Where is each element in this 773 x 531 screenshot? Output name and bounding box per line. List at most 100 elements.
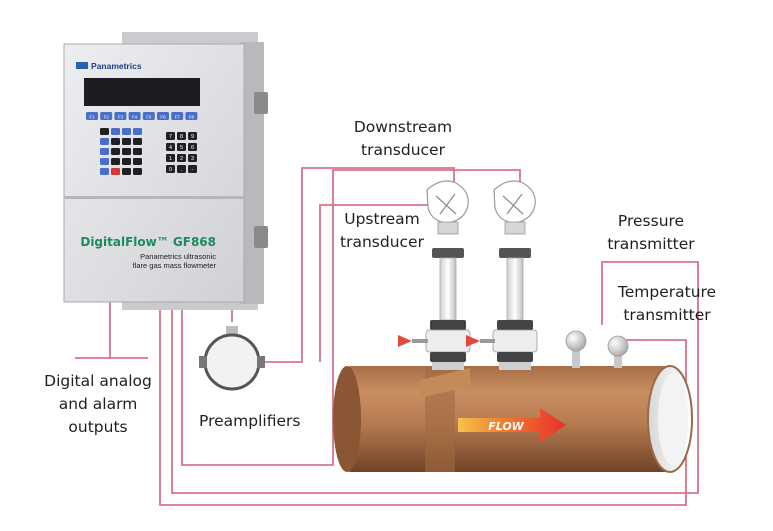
upstream-flange-mid xyxy=(430,320,466,330)
downstream-flange-mid xyxy=(497,320,533,330)
function-key-label: F4 xyxy=(132,114,138,119)
number-key-6 xyxy=(188,143,197,151)
wire-outputs xyxy=(75,296,148,359)
temperature-stem xyxy=(614,354,622,368)
control-key xyxy=(100,138,109,145)
downstream-base xyxy=(499,362,531,370)
label-upstream-transducer: Upstream transducer xyxy=(326,208,438,254)
upstream-valve xyxy=(425,329,471,353)
control-key xyxy=(122,158,131,165)
upstream-head-fin xyxy=(435,193,457,215)
pipe-left-end xyxy=(333,366,361,472)
number-key-label: 4 xyxy=(169,145,172,151)
downstream-valve-handle-icon xyxy=(466,335,480,347)
control-key xyxy=(133,158,142,165)
control-key xyxy=(111,158,120,165)
upstream-transducer xyxy=(398,180,471,370)
preamplifier-mount xyxy=(226,326,238,336)
number-key-2 xyxy=(177,154,186,162)
wire-temperature xyxy=(159,296,687,506)
number-key-label: - xyxy=(192,167,194,173)
number-key-5 xyxy=(177,143,186,151)
control-key xyxy=(133,138,142,145)
control-key xyxy=(100,128,109,135)
upstream-head-icon xyxy=(426,180,469,224)
function-key-label: F3 xyxy=(118,114,124,119)
label-outputs-line3: outputs xyxy=(68,418,128,436)
device-description-line1: Panametrics ultrasonic xyxy=(140,252,216,261)
label-outputs-line2: and alarm xyxy=(58,395,138,413)
label-outputs-line1: Digital analog xyxy=(44,372,152,390)
downstream-head-icon xyxy=(493,180,536,224)
number-key-0 xyxy=(166,165,175,173)
function-key-f7 xyxy=(171,112,184,120)
downstream-rod xyxy=(506,257,524,321)
device-hinge-top xyxy=(254,92,268,114)
control-key xyxy=(100,158,109,165)
number-key-9 xyxy=(188,132,197,140)
function-key-label: F2 xyxy=(104,114,110,119)
label-pressure-line1: Pressure xyxy=(617,212,685,230)
downstream-valve xyxy=(492,329,538,353)
number-key-3 xyxy=(188,154,197,162)
control-key xyxy=(111,138,120,145)
function-key-label: F1 xyxy=(89,114,95,119)
spool-wedge xyxy=(420,368,470,398)
signal-wires xyxy=(75,167,699,506)
number-key-label: . xyxy=(181,167,183,173)
wire-preamp-device xyxy=(181,169,521,466)
control-key xyxy=(133,148,142,155)
number-key-label: 2 xyxy=(180,156,183,162)
flow-arrow-shape xyxy=(458,408,566,442)
number-key-dot xyxy=(177,165,186,173)
upstream-valve-handle-icon xyxy=(398,335,412,347)
wire-upstream-secondary xyxy=(319,204,440,362)
label-preamplifiers: Preamplifiers xyxy=(199,412,301,430)
number-key-1 xyxy=(166,154,175,162)
upstream-head-collar xyxy=(437,221,459,235)
device-model: DigitalFlow™ GF868 xyxy=(80,235,216,249)
downstream-valve-stem xyxy=(480,339,495,343)
upstream-flange-low xyxy=(430,352,466,362)
preamplifier xyxy=(199,326,265,391)
downstream-flange-top xyxy=(499,248,531,258)
function-key-label: F8 xyxy=(189,114,195,119)
label-pressure-line2: transmitter xyxy=(607,235,695,253)
function-key-f3 xyxy=(114,112,127,120)
downstream-head-fin xyxy=(502,193,524,215)
number-key-label: 5 xyxy=(180,145,183,151)
control-key xyxy=(133,168,142,175)
number-key-label: 7 xyxy=(169,134,172,140)
preamplifier-port-left xyxy=(199,356,207,368)
function-key-f1 xyxy=(86,112,98,120)
function-key-f6 xyxy=(157,112,169,120)
preamplifier-port-right xyxy=(257,356,265,368)
control-key xyxy=(122,168,131,175)
number-key-label: 3 xyxy=(191,156,194,162)
number-key-7 xyxy=(166,132,175,140)
control-key xyxy=(111,128,120,135)
label-upstream-line2: transducer xyxy=(340,233,424,251)
wire-pressure xyxy=(171,261,699,494)
control-key xyxy=(122,148,131,155)
device-door-divider xyxy=(64,196,244,199)
brand-logo-icon xyxy=(76,62,88,69)
label-downstream-transducer: Downstream transducer xyxy=(338,116,468,162)
pressure-transmitter xyxy=(565,330,587,368)
label-temperature-line2: transmitter xyxy=(623,306,711,324)
number-key-8 xyxy=(177,132,186,140)
temperature-sensor-icon xyxy=(607,335,629,357)
downstream-flange-low xyxy=(497,352,533,362)
number-key-label: 0 xyxy=(169,167,172,173)
upstream-rod xyxy=(439,257,457,321)
function-key-f5 xyxy=(142,112,155,120)
label-downstream-line2: transducer xyxy=(361,141,445,159)
function-key-label: F7 xyxy=(175,114,181,119)
number-key-4 xyxy=(166,143,175,151)
control-key xyxy=(111,168,120,175)
control-key xyxy=(100,168,109,175)
brand-name: Panametrics xyxy=(91,61,142,71)
control-key xyxy=(133,128,142,135)
